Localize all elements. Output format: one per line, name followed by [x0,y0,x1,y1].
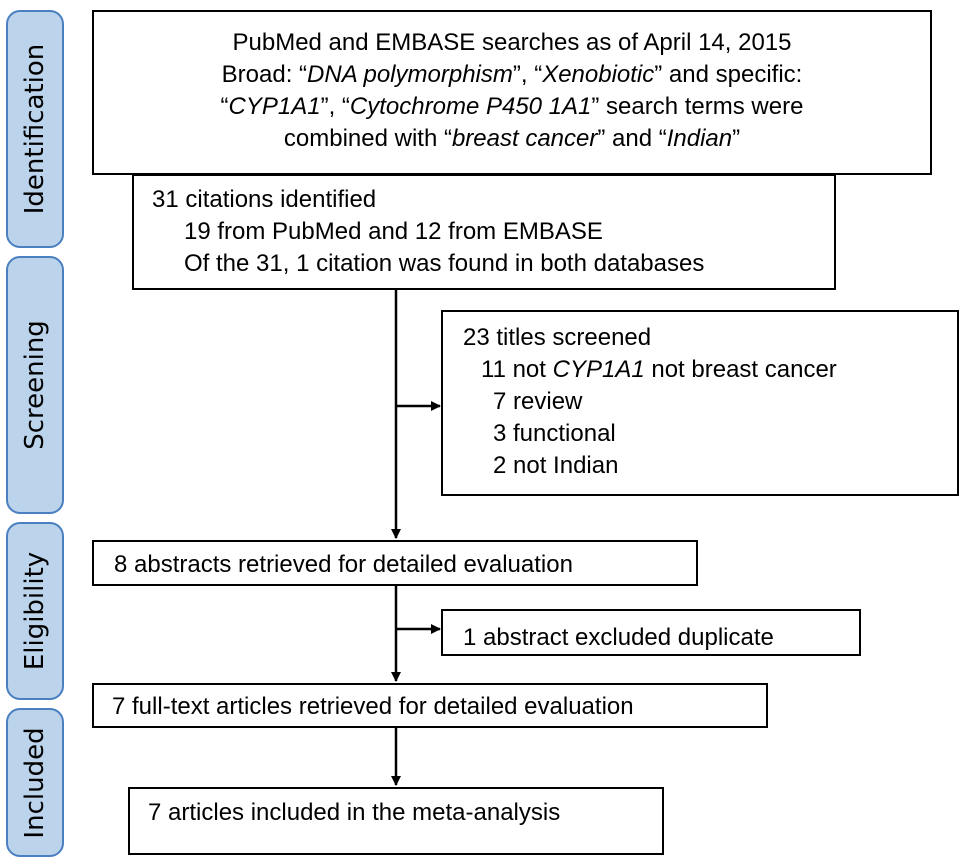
phase-eligibility: Eligibility [6,522,64,700]
screened-line-4: 3 functional [493,420,616,447]
screened-line-1: 23 titles screened [463,324,652,351]
phase-included: Included [6,708,64,857]
citations-line-3: Of the 31, 1 citation was found in both … [184,250,705,277]
abstracts-box: 8 abstracts retrieved for detailed evalu… [92,540,698,586]
phase-identification: Identification [6,10,64,248]
search-line-2: Broad: “DNA polymorphism”, “Xenobiotic” … [221,61,803,88]
search-line-3: “CYP1A1”, “Cytochrome P450 1A1” search t… [220,93,804,120]
screened-box: 23 titles screened 11 not CYP1A1 not bre… [441,310,959,496]
included-text: 7 articles included in the meta-analysis [148,799,561,826]
screened-line-5: 2 not Indian [493,452,619,479]
fulltext-box: 7 full-text articles retrieved for detai… [92,683,768,728]
citations-line-2: 19 from PubMed and 12 from EMBASE [184,218,603,245]
search-box: PubMed and EMBASE searches as of April 1… [92,10,932,175]
screened-line-2: 11 not CYP1A1 not breast cancer [481,356,837,383]
search-line-1: PubMed and EMBASE searches as of April 1… [232,29,792,56]
fulltext-text: 7 full-text articles retrieved for detai… [112,693,634,720]
screened-line-3: 7 review [493,388,583,415]
abstracts-text: 8 abstracts retrieved for detailed evalu… [114,551,573,578]
excluded-text: 1 abstract excluded duplicate [463,624,774,651]
excluded-box: 1 abstract excluded duplicate [441,609,861,656]
citations-line-1: 31 citations identified [152,186,377,213]
citations-box: 31 citations identified 19 from PubMed a… [132,174,836,290]
phase-screening: Screening [6,256,64,514]
included-box: 7 articles included in the meta-analysis [128,787,664,855]
search-line-4: combined with “breast cancer” and “India… [283,125,741,152]
